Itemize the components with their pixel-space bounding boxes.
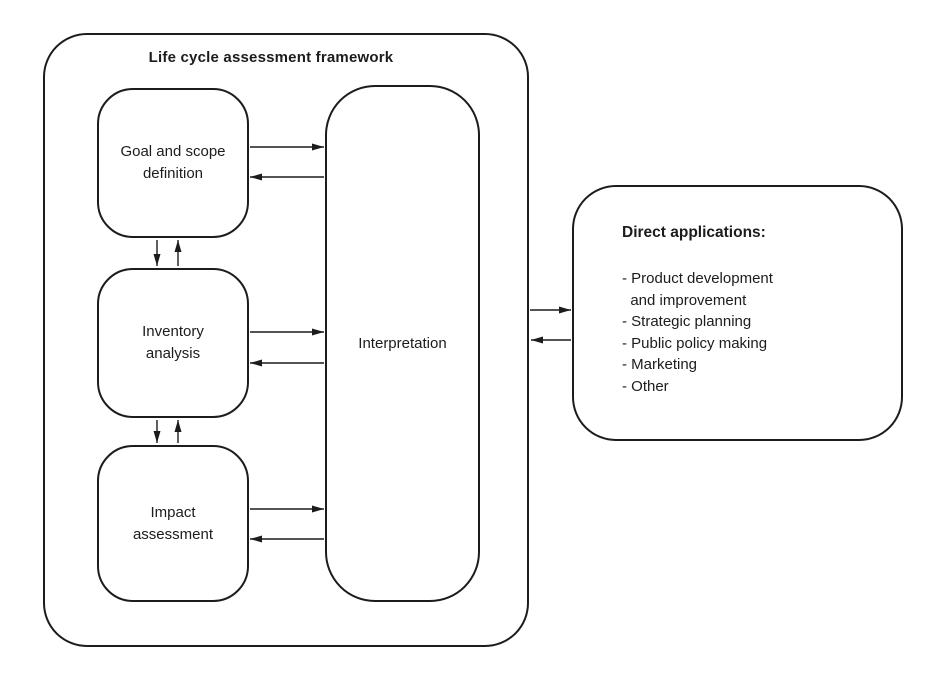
list-item-product-development: - Product development and improvement bbox=[622, 270, 773, 309]
list-item-strategic-planning: - Strategic planning bbox=[622, 313, 752, 330]
impact-assessment-box: Impact assessment bbox=[97, 445, 249, 602]
direct-applications-title: Direct applications: bbox=[622, 224, 766, 241]
inventory-analysis-box: Inventory analysis bbox=[97, 268, 249, 418]
list-item-public-policy-making: - Public policy making bbox=[622, 334, 768, 352]
list-item-marketing: - Marketing bbox=[622, 356, 698, 373]
framework-title: Life cycle assessment framework bbox=[148, 49, 394, 66]
direct-applications-box: Direct applications: - Product developme… bbox=[572, 185, 903, 441]
list-item-other: - Other bbox=[622, 377, 669, 395]
framework-boundary-box: Life cycle assessment framework bbox=[43, 33, 529, 647]
interpretation-box: Interpretation bbox=[325, 85, 480, 602]
direct-applications-list: - Product development and improvement - … bbox=[622, 268, 883, 397]
goal-and-scope-box: Goal and scope definition bbox=[97, 88, 249, 238]
